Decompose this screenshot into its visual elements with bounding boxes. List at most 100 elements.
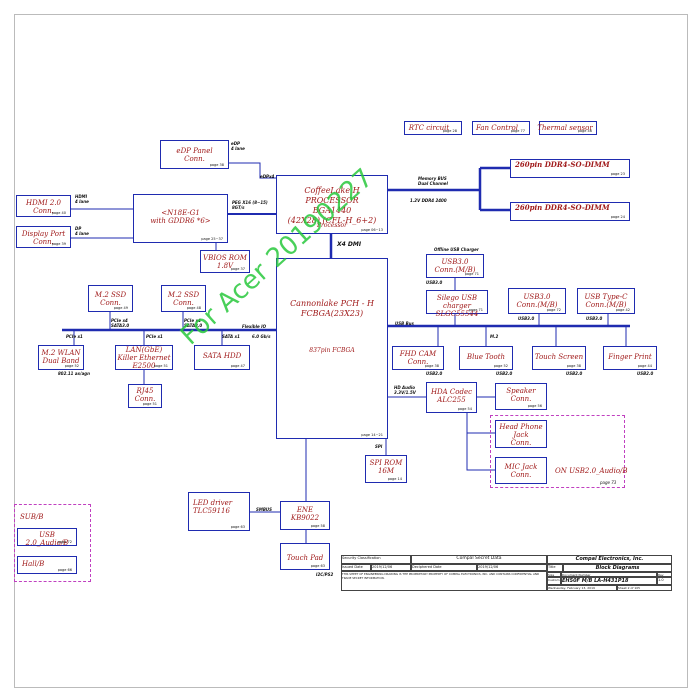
dimm1-page: page 23 [610,172,625,176]
hallb-page: page 66 [57,568,72,572]
usb20b-block: USB 2.0_Audio/B page 72 [17,528,77,547]
dimm2-label: 260pin DDR4-SO-DIMM [515,203,610,212]
lan-page: page 51 [153,364,168,368]
flex-label: Flexible IO [242,324,266,329]
ddr-label: 1.2V DDR4 2400 [410,198,447,203]
led-page: page 63 [230,525,245,529]
bt-block: Blue Tooth page 52 [459,346,513,370]
fan-block: Fan Control page 77 [472,121,530,135]
thermal-block: Thermal sensor page 46 [537,121,597,135]
touchpad-block: Touch Pad page 63 [280,543,330,570]
hda-page: page 54 [457,407,472,411]
tb-sheet: Sheet 2 of 105 [617,585,672,591]
touch-block: Touch Screen page 38 [532,346,586,370]
m2ssd1-label: M.2 SSD Conn. [94,291,127,307]
hdmi-label: HDMI 2.0 Conn. [25,199,61,215]
dp-lane-label: DP 4 lane [75,226,89,236]
pch-page: page 14~21 [361,433,383,437]
drawing-frame [14,14,688,688]
usbc-block: USB Type-C Conn.(M/B) page 42 [577,288,635,314]
thermal-label: Thermal sensor [537,124,593,132]
tb-size-h: Size [547,572,561,577]
led-block: LED driver TLC59116 page 63 [188,492,250,531]
edpx4-label: eDPx4 [260,174,275,179]
usb30b-label: USB3.0 Conn.(M/B) [516,293,558,309]
hdmi-page: page 40 [51,211,66,215]
rj45-block: RJ45 Conn. page 51 [128,384,162,408]
dimm2-page: page 24 [610,215,625,219]
tb-legal: THIS SHEET OF ENGINEERING DRAWING IS THE… [341,571,547,591]
tb-company: Compal Electronics, Inc. [547,555,672,564]
wlan-port-label: 802.11 ax/agn [58,371,90,376]
tb-size: Custom [547,577,561,585]
rtc-block: RTC circuit page 28 [404,121,462,135]
dmi-label: X4 DMI [337,241,362,248]
usb20-label-3: USB2.0 [566,371,583,376]
m2wlan-block: M.2 WLAN Dual Band page 52 [38,345,84,370]
pcie4-label: PCIe x1 [146,334,163,339]
subb-label: SUB/B [20,513,44,521]
usb30a-block: USB3.0 Conn.(M/B) page 71 [426,254,484,278]
pcie3-label: PCIe x1 [66,334,83,339]
usb20b-page: page 72 [57,540,72,544]
usbc-page: page 42 [615,308,630,312]
touch-page: page 38 [566,364,581,368]
led-label: LED driver TLC59116 [193,499,233,515]
fhdcam-label: FHD CAM Conn. [399,350,437,366]
subb-dashed-group [14,504,91,582]
touch-label: Touch Screen [534,353,584,361]
edp-page: page 38 [209,163,224,167]
tb-deciphered-val: 2019/12/06 [477,564,547,571]
cpu-sublabel: Processor [316,222,348,229]
gpu-label: <N18E-G1 with GDDR6 *6> [150,209,211,225]
onusb-label: ON USB2.0_Audio/B [555,467,628,475]
finger-label: Finger Print [608,353,652,361]
peg-label: PEG X16 (8~15) 8GT/s [232,200,268,210]
fan-page: page 77 [510,129,525,133]
headphone-label: Head Phone Jack Conn. [499,423,543,447]
spirom-block: SPI ROM 16M page 14 [365,455,407,483]
speaker-block: Speaker Conn. page 56 [495,383,547,410]
usb30-label-1: USB3.0 [426,280,443,285]
usb20-label-4: USB2.0 [637,371,654,376]
m2ssd2-label: M.2 SSD Conn. [167,291,200,307]
silego-page: page 71 [468,308,483,312]
silego-block: Silego USB charger SLGC55544 page 71 [426,290,488,318]
tb-issued: Issued Date [341,564,371,571]
bt-page: page 52 [493,364,508,368]
cpu-block: CoffeeLake H PROCESSOR BGA1440 (42X28) (… [276,175,388,234]
tb-issued-val: 2019/12/06 [371,564,411,571]
fan-label: Fan Control [476,124,518,132]
tb-title-h: Title [547,564,563,572]
usb30-label-2: USB3.0 [518,316,535,321]
sata-page: page 47 [230,364,245,368]
pch-block: Cannonlake PCH - H FCBGA(23X23) 837pin F… [276,258,388,439]
title-block: Security Classification Compal Secret Da… [341,555,672,591]
vbios-block: VBIOS ROM 1.8V page 37 [200,250,250,273]
lan-block: LAN(GbE) Killer Ethernet E2500 page 51 [115,345,173,370]
edp-lane-label: eDP 4 lane [231,141,245,151]
usb30b-block: USB3.0 Conn.(M/B) page 72 [508,288,566,314]
onusb-page-label: page 73 [600,480,617,485]
headphone-block: Head Phone Jack Conn. [495,420,547,448]
rj45-label: RJ45 Conn. [134,387,156,403]
wire-edp [229,162,276,179]
dp-label: Display Port Conn. [21,230,66,246]
tb-rev-h: Rev [657,572,672,577]
tb-security: Security Classification [341,555,411,564]
m2ssd1-page: page 49 [113,306,128,310]
pcie1-label: PCIe x4 SATA3.0 [111,318,130,328]
rj45-page: page 51 [142,402,157,406]
usb20-audio-dashed-group [490,415,625,488]
m2ssd2-block: M.2 SSD Conn. page 48 [161,285,206,312]
usb20-label-2: USB2.0 [496,371,513,376]
usb20b-label: USB 2.0_Audio/B [25,531,69,547]
wire-dimm1 [478,166,510,212]
mic-label: MIC Jack Conn. [504,463,538,479]
tb-title: Block Diagrams [563,564,672,572]
usbc-label: USB Type-C Conn.(M/B) [584,293,628,309]
dimm1-label: 260pin DDR4-SO-DIMM [515,160,610,169]
fhdcam-page: page 38 [424,364,439,368]
hdaudio-label: HD Audio 3.3V/1.5V [394,385,416,395]
